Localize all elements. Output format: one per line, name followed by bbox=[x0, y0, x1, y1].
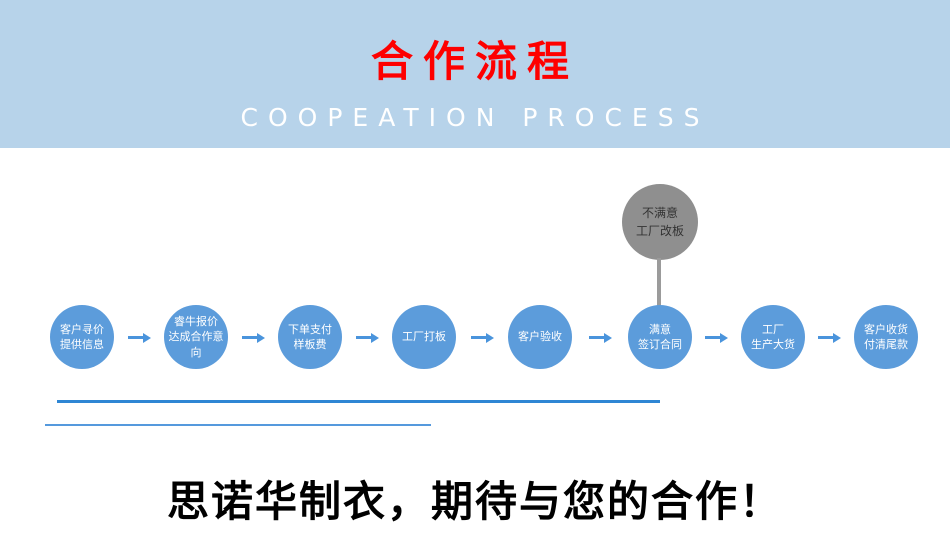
banner-title: 合作流程 bbox=[370, 37, 579, 86]
arrow-right-icon bbox=[589, 332, 613, 343]
branch-connector-line bbox=[657, 258, 661, 307]
flow-step-label: 工厂 生产大货 bbox=[751, 322, 795, 351]
arrow-right-icon bbox=[818, 332, 842, 343]
arrow-right-icon bbox=[242, 332, 266, 343]
arrow-right-icon bbox=[705, 332, 729, 343]
arrow-right-icon bbox=[128, 332, 152, 343]
divider-line-top bbox=[57, 400, 660, 403]
flow-step-label: 满意 签订合同 bbox=[638, 322, 682, 351]
flow-step-inquiry: 客户寻价 提供信息 bbox=[50, 305, 114, 369]
banner-subtitle: COOPEATION PROCESS bbox=[240, 103, 710, 132]
flow-step-mass-production: 工厂 生产大货 bbox=[741, 305, 805, 369]
flow-step-sign-contract: 满意 签订合同 bbox=[628, 305, 692, 369]
flow-step-label: 下单支付 样板费 bbox=[288, 322, 332, 351]
flow-step-label: 客户验收 bbox=[518, 330, 562, 344]
flow-step-label: 工厂打板 bbox=[402, 330, 446, 344]
divider-line-bottom bbox=[45, 424, 431, 426]
flow-step-label: 睿牛报价 达成合作意向 bbox=[168, 314, 224, 359]
flow-step-quotation: 睿牛报价 达成合作意向 bbox=[164, 305, 228, 369]
arrow-right-icon bbox=[356, 332, 380, 343]
flow-step-final-payment: 客户收货 付清尾款 bbox=[854, 305, 918, 369]
flow-step-sample-making: 工厂打板 bbox=[392, 305, 456, 369]
branch-step-rework: 不满意 工厂改板 bbox=[622, 184, 698, 260]
branch-step-label: 不满意 工厂改板 bbox=[635, 206, 684, 238]
arrow-right-icon bbox=[471, 332, 495, 343]
flow-step-label: 客户收货 付清尾款 bbox=[864, 322, 908, 351]
banner: 合作流程 COOPEATION PROCESS bbox=[0, 0, 950, 148]
flow-step-label: 客户寻价 提供信息 bbox=[60, 322, 104, 351]
footer: 思诺华制衣，期待与您的合作！ bbox=[0, 468, 950, 529]
flow-step-order-payment: 下单支付 样板费 bbox=[278, 305, 342, 369]
footer-slogan: 思诺华制衣，期待与您的合作！ bbox=[166, 477, 783, 526]
flow-step-client-acceptance: 客户验收 bbox=[508, 305, 572, 369]
